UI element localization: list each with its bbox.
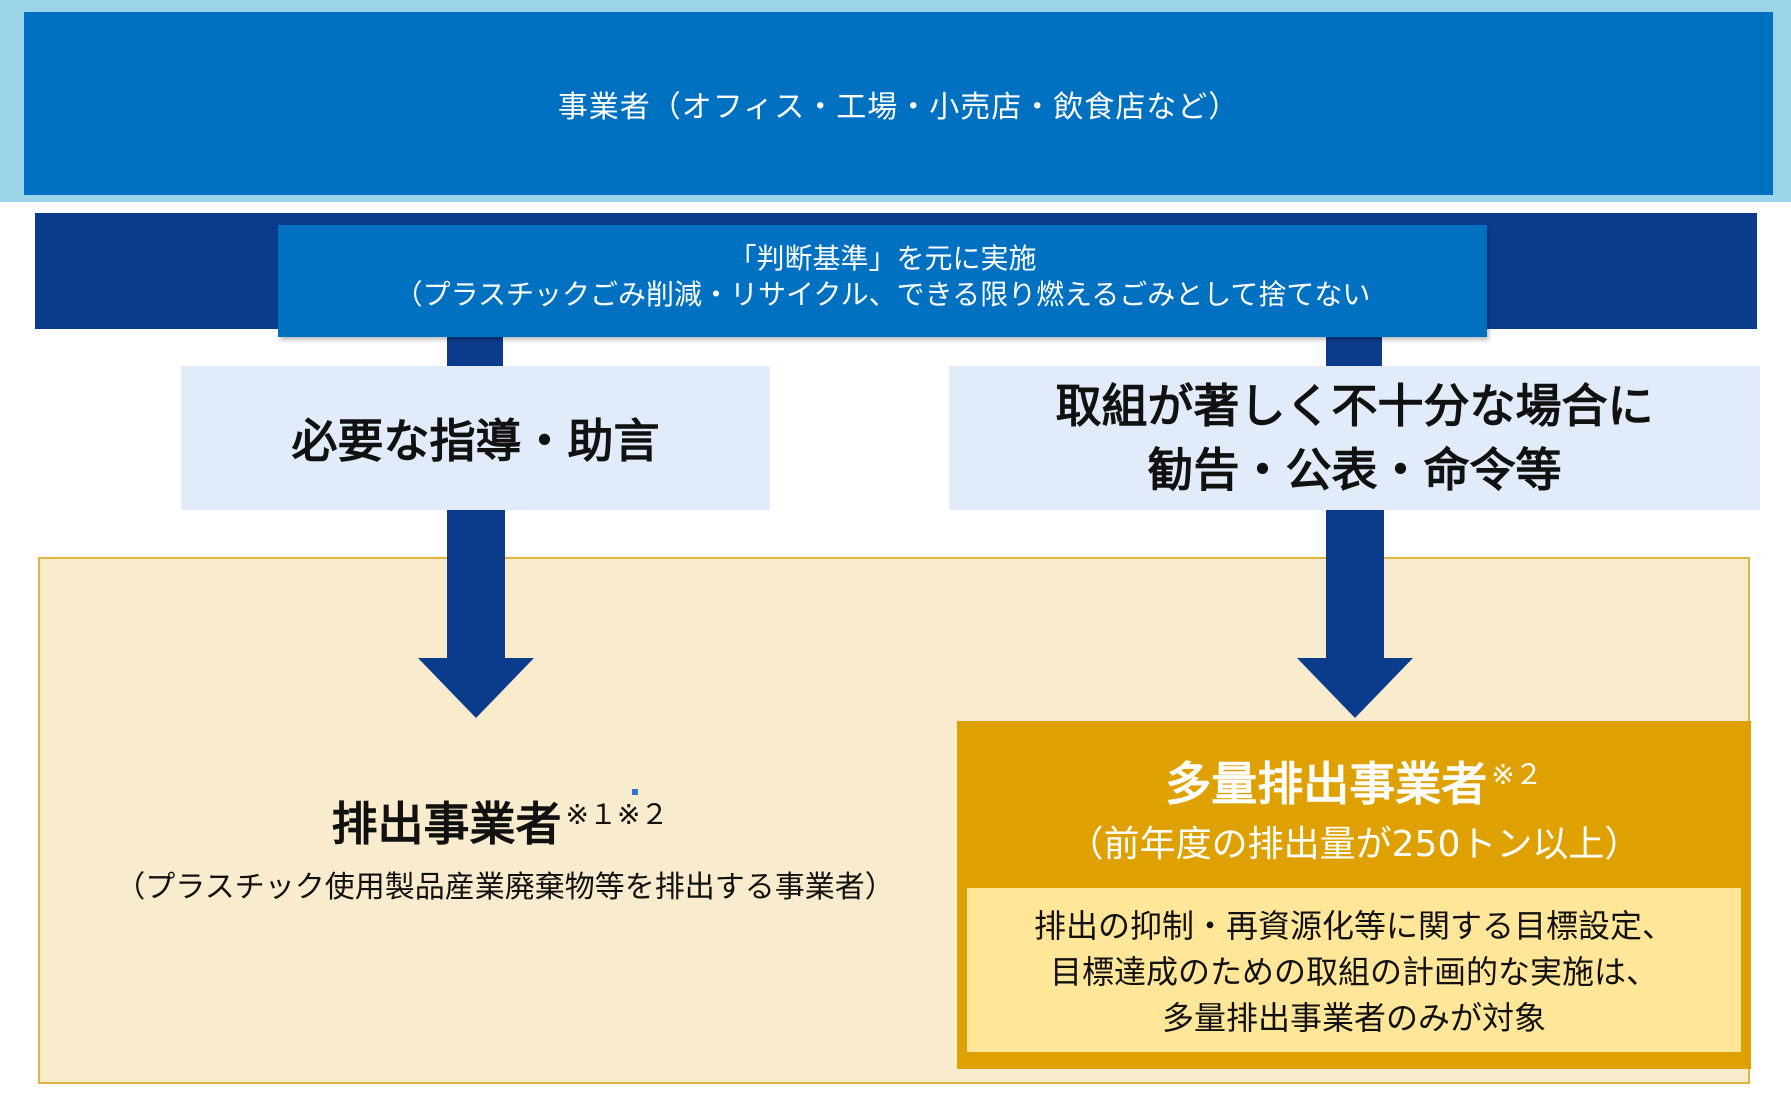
- large-emitter-subtitle: （前年度の排出量が250トン以上）: [1067, 824, 1641, 865]
- emitter-note: ※１※２: [565, 797, 669, 831]
- sanction-box: 取組が著しく不十分な場合に 勧告・公表・命令等: [949, 366, 1760, 510]
- business-operators-label: 事業者（オフィス・工場・小売店・飲食店など）: [557, 89, 1240, 125]
- emitter-subtitle: （プラスチック使用製品産業廃棄物等を排出する事業者）: [115, 870, 895, 905]
- emitter-title: 排出事業者※１※２: [150, 788, 850, 854]
- sanction-line-2: 勧告・公表・命令等: [1147, 443, 1562, 497]
- sanction-line-1: 取組が著しく不十分な場合に: [1055, 379, 1654, 433]
- criteria-line-1: 「判断基準」を元に実施: [728, 242, 1037, 275]
- selection-handle: [632, 789, 638, 795]
- guidance-advice-box: 必要な指導・助言: [181, 366, 770, 510]
- emitter-title-text: 排出事業者: [331, 797, 562, 851]
- target-setting-box: 排出の抑制・再資源化等に関する目標設定、 目標達成のための取組の計画的な実施は、…: [967, 888, 1741, 1052]
- target-line-2: 目標達成のための取組の計画的な実施は、: [1049, 953, 1658, 991]
- right-down-arrow: [1297, 510, 1413, 718]
- target-line-3: 多量排出事業者のみが対象: [1161, 999, 1546, 1037]
- guidance-label: 必要な指導・助言: [291, 414, 660, 468]
- large-emitter-title-text: 多量排出事業者: [1165, 757, 1488, 811]
- target-line-1: 排出の抑制・再資源化等に関する目標設定、: [1033, 907, 1674, 945]
- left-down-arrow: [418, 510, 534, 718]
- criteria-line-2: （プラスチックごみ削減・リサイクル、できる限り燃えるごみとして捨てない: [394, 278, 1371, 311]
- judgment-criteria-box: 「判断基準」を元に実施 （プラスチックごみ削減・リサイクル、できる限り燃えるごみ…: [278, 225, 1487, 337]
- large-emitter-title: 多量排出事業者※２: [957, 748, 1751, 814]
- large-emitter-note: ※２: [1491, 757, 1543, 791]
- business-operators-box: 事業者（オフィス・工場・小売店・飲食店など）: [24, 12, 1773, 195]
